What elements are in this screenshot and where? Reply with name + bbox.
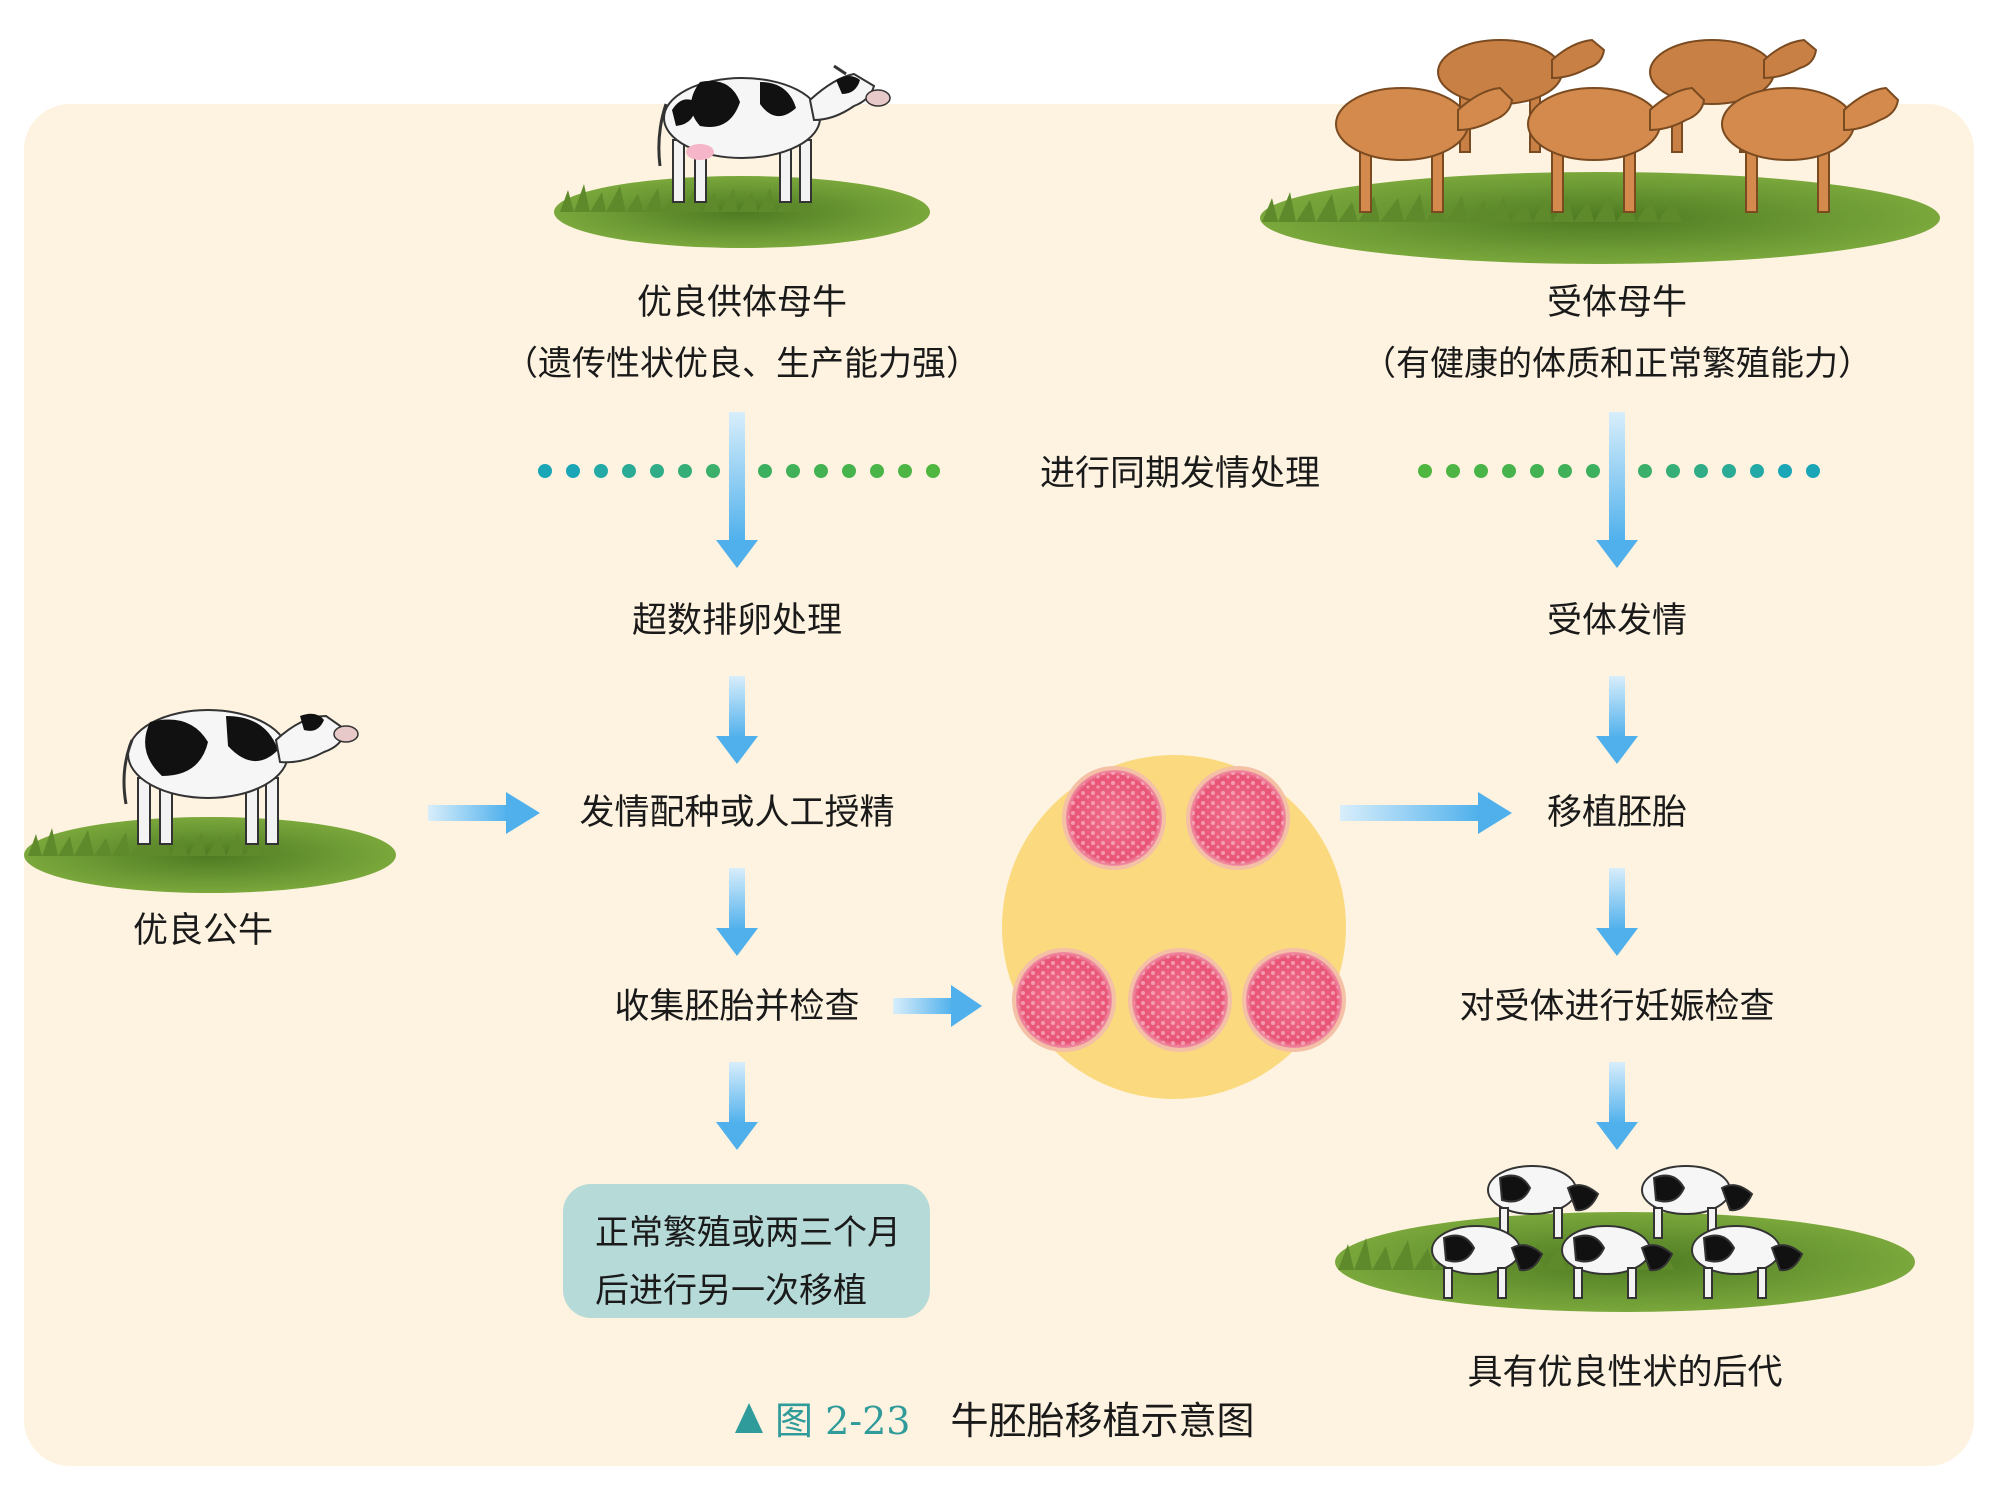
dot: [678, 464, 692, 478]
transfer-label: 移植胚胎: [1546, 793, 1688, 833]
calf: [1431, 1225, 1544, 1299]
dot: [650, 464, 664, 478]
dot: [538, 464, 552, 478]
dot: [842, 464, 856, 478]
sync-dots-left-a: [538, 464, 720, 478]
dot: [1722, 464, 1736, 478]
arrow-mating-to-collect: [716, 868, 758, 956]
donor-subtitle: （遗传性状优良、生产能力强）: [504, 344, 980, 384]
dot: [870, 464, 884, 478]
embryo: [1128, 948, 1232, 1052]
dot: [1778, 464, 1792, 478]
dot: [566, 464, 580, 478]
dot: [706, 464, 720, 478]
collect-label: 收集胚胎并检查: [614, 987, 860, 1027]
arrow-bull-to-mating: [428, 792, 540, 834]
arrow-embryos-to-transfer: [1340, 792, 1512, 834]
arrow-estrus-to-transfer: [1596, 676, 1638, 764]
arrow-recipient-to-estrus: [1596, 412, 1638, 568]
donor-title: 优良供体母牛: [636, 283, 848, 323]
caption-triangle-icon: [735, 1402, 763, 1433]
dot: [594, 464, 608, 478]
caption-title: 牛胚胎移植示意图: [950, 1399, 1255, 1443]
embryo: [1242, 948, 1346, 1052]
dot: [1530, 464, 1544, 478]
dot: [622, 464, 636, 478]
dot: [1750, 464, 1764, 478]
arrow-check-to-offspring: [1596, 1062, 1638, 1150]
sync-dots-right-b: [1638, 464, 1820, 478]
embryo: [1062, 766, 1166, 870]
dot: [1638, 464, 1652, 478]
arrow-collect-to-note: [716, 1062, 758, 1150]
holstein-cow-icon: [554, 64, 930, 248]
calves-herd-icon: [1335, 1165, 1915, 1312]
embryo: [1012, 948, 1116, 1052]
sync-label: 进行同期发情处理: [1039, 454, 1321, 494]
embryo-cluster-icon: [1002, 755, 1346, 1099]
recipient-title: 受体母牛: [1546, 283, 1688, 323]
note-line-1: 正常繁殖或两三个月: [595, 1213, 901, 1253]
dot: [1558, 464, 1572, 478]
calf: [1561, 1225, 1674, 1299]
holstein-bull-icon: [24, 709, 396, 893]
dot: [786, 464, 800, 478]
dot: [814, 464, 828, 478]
note-line-2: 后进行另一次移植: [595, 1271, 867, 1311]
dot: [1666, 464, 1680, 478]
dot: [1446, 464, 1460, 478]
dot: [1474, 464, 1488, 478]
dot: [1418, 464, 1432, 478]
recipient-estrus-label: 受体发情: [1546, 601, 1688, 641]
pregnancy-check-label: 对受体进行妊娠检查: [1459, 987, 1775, 1027]
dot: [1694, 464, 1708, 478]
embryo: [1186, 766, 1290, 870]
dot: [758, 464, 772, 478]
arrow-superovulation-to-mating: [716, 676, 758, 764]
mating-label: 发情配种或人工授精: [579, 793, 895, 833]
calf: [1641, 1165, 1754, 1239]
offspring-label: 具有优良性状的后代: [1467, 1353, 1783, 1393]
note-box: 正常繁殖或两三个月 后进行另一次移植: [563, 1184, 930, 1318]
sync-dots-left-b: [758, 464, 940, 478]
sync-dots-right-a: [1418, 464, 1600, 478]
brown-cows-herd-icon: [1260, 38, 1940, 264]
calf: [1691, 1225, 1804, 1299]
recipient-subtitle: （有健康的体质和正常繁殖能力）: [1362, 344, 1872, 384]
dot: [1586, 464, 1600, 478]
bull-label: 优良公牛: [132, 911, 274, 951]
dot: [1502, 464, 1516, 478]
dot: [898, 464, 912, 478]
caption-number: 图 2-23: [775, 1399, 911, 1443]
calf: [1487, 1165, 1600, 1239]
dot: [1806, 464, 1820, 478]
superovulation-label: 超数排卵处理: [631, 601, 843, 641]
dot: [926, 464, 940, 478]
figure-caption: 图 2-23 牛胚胎移植示意图: [735, 1390, 1254, 1445]
arrow-collect-to-embryos: [893, 985, 982, 1027]
arrow-transfer-to-check: [1596, 868, 1638, 956]
arrow-donor-to-superovulation: [716, 412, 758, 568]
